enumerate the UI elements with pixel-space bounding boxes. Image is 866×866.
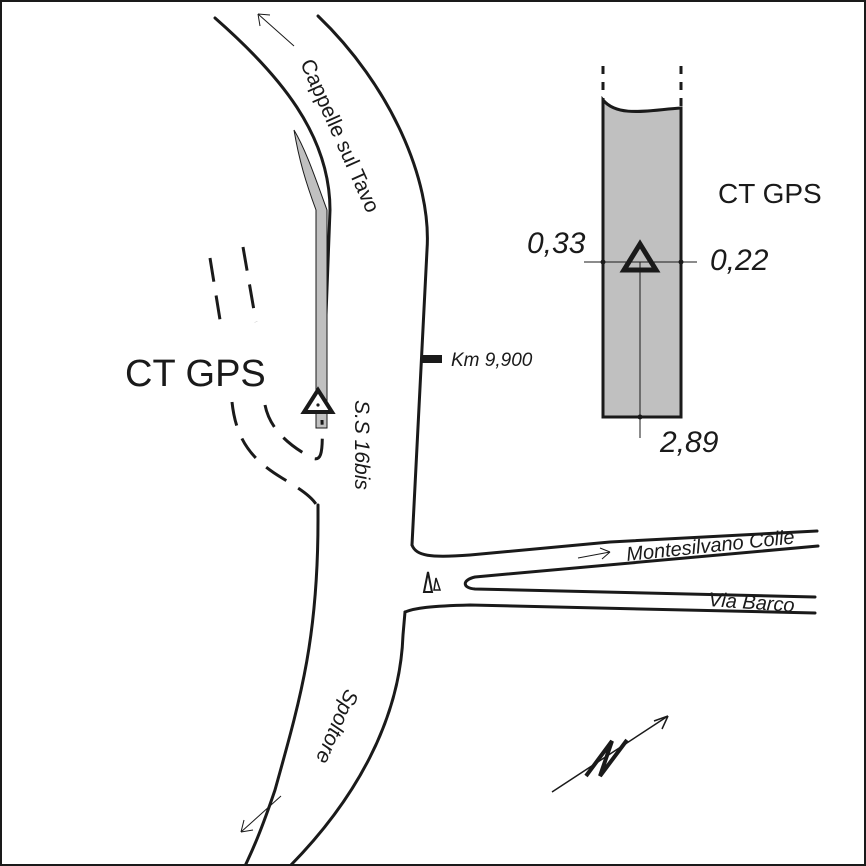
dashed-track-curve-inner bbox=[263, 404, 324, 461]
station-label-detail: CT GPS bbox=[718, 178, 822, 209]
north-arrow-shaft bbox=[551, 715, 669, 793]
main-road-east-edge bbox=[316, 14, 429, 547]
detail-tick-bottom bbox=[637, 414, 643, 420]
dashed-side-track bbox=[208, 246, 324, 509]
direction-arrow-head-b bbox=[601, 551, 611, 560]
direction-arrow-head-a bbox=[257, 13, 271, 16]
direction-arrow-east bbox=[577, 547, 611, 560]
detail-tick-right bbox=[678, 259, 684, 265]
direction-arrow-head-a bbox=[599, 547, 611, 553]
station-center-dot bbox=[316, 403, 320, 407]
road-label-main: S.S 16bis bbox=[350, 400, 373, 490]
direction-arrow-icon bbox=[577, 551, 611, 559]
offset-left-label: 0,33 bbox=[527, 227, 586, 260]
direction-arrow-head-b bbox=[240, 829, 254, 833]
offset-right-label: 0,22 bbox=[710, 244, 769, 277]
triangle-station-icon bbox=[300, 386, 336, 414]
junction-marking-left bbox=[422, 571, 434, 593]
junction-upper-curb bbox=[410, 529, 819, 558]
north-letter-mark bbox=[584, 738, 629, 778]
station-label-map: CT GPS bbox=[125, 353, 266, 395]
north-arrow-head bbox=[653, 715, 669, 730]
direction-arrow-icon bbox=[240, 795, 282, 833]
station-marker-map bbox=[300, 386, 336, 414]
main-road-west-edge-south bbox=[243, 503, 320, 866]
offset-bottom-label: 2,89 bbox=[659, 426, 719, 459]
road-shoulder-strip bbox=[293, 129, 328, 429]
direction-arrow-head-a bbox=[240, 819, 245, 833]
detail-tick-left bbox=[600, 259, 606, 265]
kilometer-marker-label: Km 9,900 bbox=[451, 350, 533, 371]
road-label-east-upper: Montesilvano Colle bbox=[625, 526, 795, 566]
direction-arrow-north bbox=[257, 13, 295, 47]
detail-inset: CT GPS 0,33 0,22 2,89 bbox=[527, 66, 822, 459]
main-road-east-edge-south bbox=[288, 610, 407, 866]
junction-marking-right bbox=[433, 577, 442, 591]
traffic-island bbox=[463, 544, 820, 599]
main-road bbox=[213, 14, 429, 866]
road-label-east-lower: Via Barco bbox=[708, 589, 796, 617]
dashed-track-line-1 bbox=[208, 257, 224, 333]
dashed-track-curve-outer bbox=[230, 401, 320, 509]
direction-arrow-south bbox=[240, 795, 282, 833]
east-roads bbox=[403, 529, 820, 615]
road-label-south: Spoltore bbox=[311, 686, 363, 767]
junction-lower-curb bbox=[403, 603, 817, 615]
triangle-station-icon bbox=[619, 239, 661, 273]
main-road-west-edge bbox=[213, 16, 332, 422]
dashed-track-line-2 bbox=[241, 246, 258, 323]
detail-strip bbox=[601, 95, 683, 419]
direction-arrows bbox=[240, 13, 611, 833]
north-arrow-icon bbox=[551, 715, 669, 793]
direction-arrow-head-b bbox=[257, 13, 261, 27]
kilometer-marker-bar bbox=[422, 355, 442, 363]
direction-arrow-icon bbox=[257, 13, 295, 47]
